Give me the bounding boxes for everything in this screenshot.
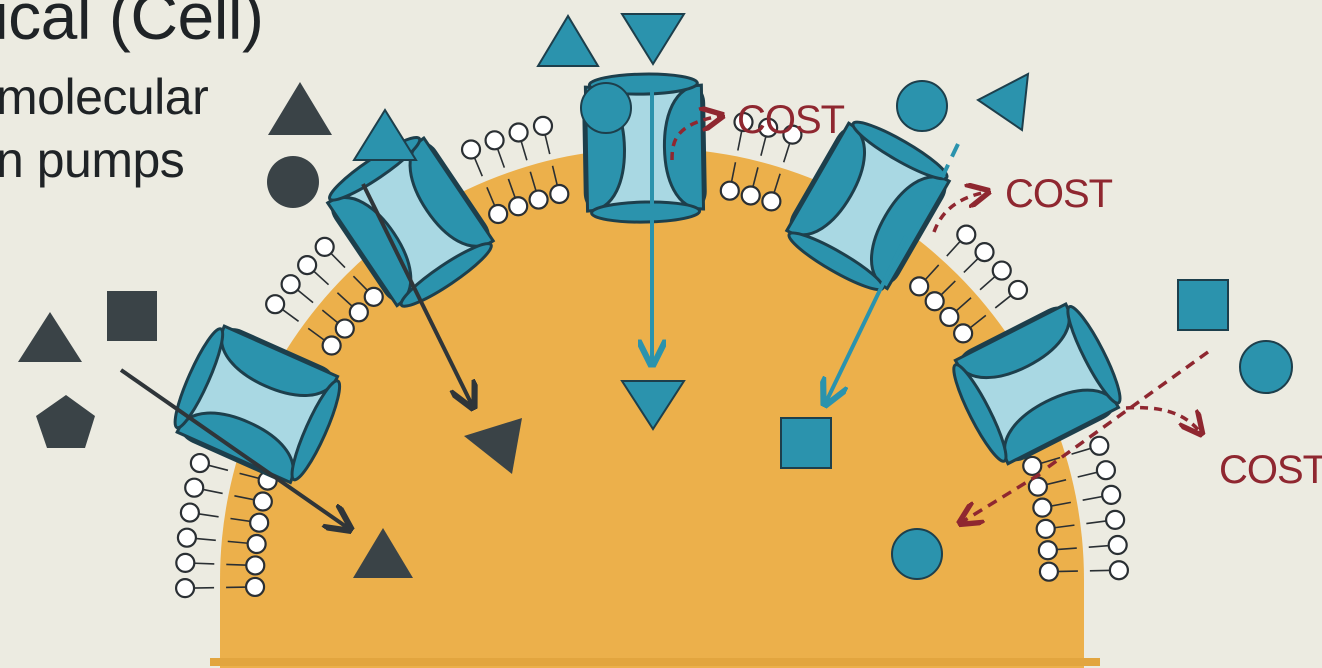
pentagon-dark-molecule — [36, 395, 95, 448]
phospholipid-head — [246, 578, 264, 596]
phospholipid-head — [1090, 437, 1108, 455]
cost-label-3: COST — [1219, 448, 1322, 492]
phospholipid-head — [246, 556, 264, 574]
phospholipid-head — [462, 140, 480, 158]
phospholipid-head — [176, 579, 194, 597]
phospholipid-head — [1109, 536, 1127, 554]
phospholipid-head — [1097, 461, 1115, 479]
inverted-triangle-teal-molecule — [622, 14, 684, 64]
phospholipid-head — [336, 320, 354, 338]
phospholipid-head — [954, 324, 972, 342]
phospholipid-head — [1040, 563, 1058, 581]
phospholipid-head — [323, 337, 341, 355]
phospholipid-head — [550, 185, 568, 203]
phospholipid-head — [534, 117, 552, 135]
molecule-cluster-top-right — [897, 74, 1028, 131]
phospholipid-head — [742, 186, 760, 204]
square-dark-molecule — [107, 291, 157, 341]
phospholipid-head — [1039, 541, 1057, 559]
phospholipid-head — [1102, 486, 1120, 504]
phospholipid-head — [926, 292, 944, 310]
molecule-cluster-left-bottom — [18, 291, 157, 448]
phospholipid-head — [486, 131, 504, 149]
cost-label-2: COST — [1005, 172, 1113, 216]
phospholipid-head — [254, 493, 272, 511]
square-teal-molecule — [1178, 280, 1228, 330]
triangle-teal-molecule — [978, 74, 1028, 130]
phospholipid-head — [365, 288, 383, 306]
phospholipid-head — [350, 303, 368, 321]
phospholipid-head — [1037, 520, 1055, 538]
cost-label-1: COST — [737, 98, 845, 142]
triangle-teal-molecule — [354, 110, 416, 160]
triangle-dark-molecule — [18, 312, 82, 362]
phospholipid-head — [1029, 478, 1047, 496]
phospholipid-head — [1009, 281, 1027, 299]
phospholipid-head — [176, 554, 194, 572]
phospholipid-head — [316, 238, 334, 256]
phospholipid-head — [489, 205, 507, 223]
phospholipid-head — [530, 191, 548, 209]
phospholipid-head — [191, 454, 209, 472]
phospholipid-head — [910, 277, 928, 295]
phospholipid-head — [762, 192, 780, 210]
circle-dark-molecule — [267, 156, 319, 208]
phospholipid-head — [178, 529, 196, 547]
triangle-teal-molecule — [538, 16, 598, 66]
triangle-dark-molecule — [268, 82, 332, 135]
circle-teal-molecule — [581, 83, 631, 133]
phospholipid-head — [1033, 499, 1051, 517]
phospholipid-head — [185, 479, 203, 497]
phospholipid-head — [957, 226, 975, 244]
phospholipid-head — [509, 197, 527, 215]
phospholipid-head — [1023, 457, 1041, 475]
phospholipid-head — [976, 243, 994, 261]
phospholipid-head — [510, 123, 528, 141]
phospholipid-head — [282, 275, 300, 293]
phospholipid-head — [181, 504, 199, 522]
circle-teal-molecule-inside — [892, 529, 942, 579]
phospholipid-head — [721, 182, 739, 200]
phospholipid-head — [266, 295, 284, 313]
phospholipid-head — [248, 535, 266, 553]
phospholipid-head — [250, 514, 268, 532]
phospholipid-head — [1110, 561, 1128, 579]
molecule-cluster-right — [1178, 280, 1292, 393]
cost-arrow — [1126, 408, 1200, 432]
circle-teal-molecule — [1240, 341, 1292, 393]
phospholipid-head — [1106, 511, 1124, 529]
phospholipid-head — [940, 308, 958, 326]
phospholipid-head — [993, 262, 1011, 280]
circle-teal-molecule — [897, 81, 947, 131]
square-teal-molecule-inside — [781, 418, 831, 468]
phospholipid-head — [298, 256, 316, 274]
